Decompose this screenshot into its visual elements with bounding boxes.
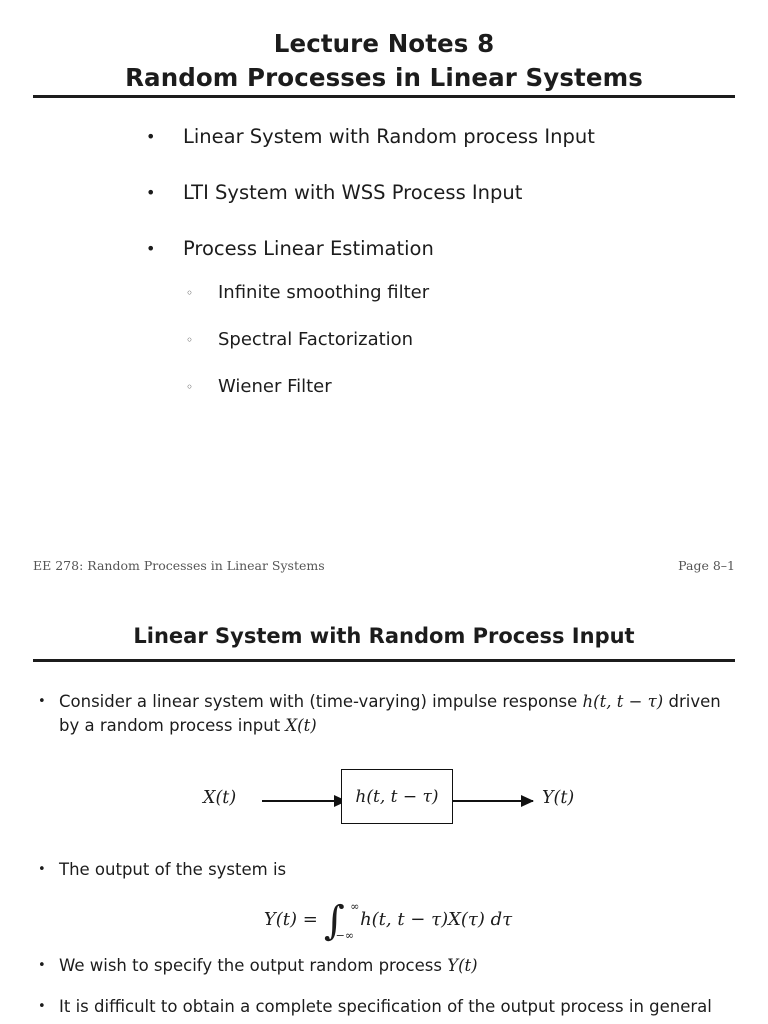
outline-item-process-linear-estimation: • Process Linear Estimation (0, 236, 768, 262)
body-item-text: The output of the system is (59, 860, 287, 879)
bullet-icon: • (38, 862, 46, 877)
integral-lower-limit: −∞ (335, 929, 355, 942)
inline-math-impulse-response: h(t, t − τ) (582, 692, 664, 711)
sub-outline-list: ◦ Infinite smoothing filter ◦ Spectral F… (0, 280, 768, 400)
footer-page-number: Page 8–1 (678, 558, 735, 573)
body-item-text: It is difficult to obtain a complete spe… (59, 997, 712, 1016)
outline-item-label: Linear System with Random process Input (183, 125, 595, 148)
sub-outline-item-wiener-filter: ◦ Wiener Filter (0, 374, 768, 400)
heading-divider-rule (33, 659, 735, 662)
inline-math-input-process: X(t) (285, 716, 317, 735)
spacer (38, 838, 738, 858)
diagram-system-block: h(t, t − τ) (341, 769, 453, 824)
footer-course-label: EE 278: Random Processes in Linear Syste… (33, 558, 325, 573)
integral-limits: ∞ −∞ (335, 901, 360, 942)
slide-heading: Linear System with Random Process Input (133, 624, 635, 648)
slide-title-outline: Lecture Notes 8 Random Processes in Line… (0, 0, 768, 573)
diagram-input-arrow-icon (262, 793, 347, 809)
body-item-text-before: Consider a linear system with (time-vary… (59, 692, 583, 711)
body-item-text-before: We wish to specify the output random pro… (59, 956, 448, 975)
slide-footer: EE 278: Random Processes in Linear Syste… (33, 558, 735, 573)
bullet-icon: • (38, 999, 46, 1014)
integral-upper-limit: ∞ (350, 900, 360, 913)
circle-bullet-icon: ◦ (186, 380, 194, 394)
integral-operator: ∫ ∞ −∞ (323, 898, 360, 944)
deck-title: Lecture Notes 8 Random Processes in Line… (0, 0, 768, 94)
body-item-output-of-system: • The output of the system is (38, 858, 738, 882)
diagram-block-label: h(t, t − τ) (355, 786, 439, 807)
deck-title-line-1: Lecture Notes 8 (273, 29, 495, 58)
bullet-icon: • (146, 239, 156, 258)
body-item-text: Consider a linear system with (time-vary… (59, 690, 738, 738)
slide-body: • Consider a linear system with (time-va… (38, 690, 738, 1019)
equation-integrand: h(t, t − τ)X(τ) dτ (360, 909, 513, 930)
body-item-specify-output-process: • We wish to specify the output random p… (38, 954, 738, 978)
diagram-input-label: X(t) (203, 788, 237, 808)
body-item-consider-linear-system: • Consider a linear system with (time-va… (38, 690, 738, 738)
circle-bullet-icon: ◦ (186, 286, 194, 300)
bullet-icon: • (38, 958, 46, 973)
body-item-difficult-specification: • It is difficult to obtain a complete s… (38, 995, 738, 1019)
outline-list: • Linear System with Random process Inpu… (0, 124, 768, 421)
outline-item-lti-system: • LTI System with WSS Process Input (0, 180, 768, 206)
outline-item-linear-system: • Linear System with Random process Inpu… (0, 124, 768, 150)
outline-item-label: Process Linear Estimation (183, 237, 434, 260)
block-diagram-system: X(t) h(t, t − τ) Y(t) (38, 764, 738, 838)
sub-outline-item-label: Wiener Filter (218, 376, 332, 397)
sub-outline-item-spectral-factorization: ◦ Spectral Factorization (0, 327, 768, 353)
bullet-icon: • (146, 127, 156, 146)
sub-outline-item-label: Spectral Factorization (218, 329, 414, 350)
bullet-icon: • (146, 183, 156, 202)
body-item-text: We wish to specify the output random pro… (59, 954, 738, 978)
outline-item-label: LTI System with WSS Process Input (183, 181, 523, 204)
deck-title-line-2: Random Processes in Linear Systems (125, 63, 643, 92)
sub-outline-item-label: Infinite smoothing filter (218, 282, 430, 303)
integral-sign-icon: ∫ (323, 898, 345, 944)
slide-linear-system-random-process-input: Linear System with Random Process Input … (0, 604, 768, 1024)
diagram-output-label: Y(t) (542, 788, 575, 808)
spacer (38, 978, 738, 995)
diagram-output-arrow-icon (453, 793, 534, 809)
sub-outline-item-infinite-smoothing-filter: ◦ Infinite smoothing filter (0, 280, 768, 306)
body-item-text-after: driven by a random process input (59, 692, 721, 735)
title-divider-rule (33, 95, 735, 98)
inline-math-output-process: Y(t) (447, 956, 478, 975)
bullet-icon: • (38, 694, 46, 709)
circle-bullet-icon: ◦ (186, 333, 194, 347)
display-equation-convolution: Y(t) =∫ ∞ −∞ h(t, t − τ)X(τ) dτ (38, 898, 738, 944)
equation-lhs: Y(t) = (263, 909, 318, 930)
